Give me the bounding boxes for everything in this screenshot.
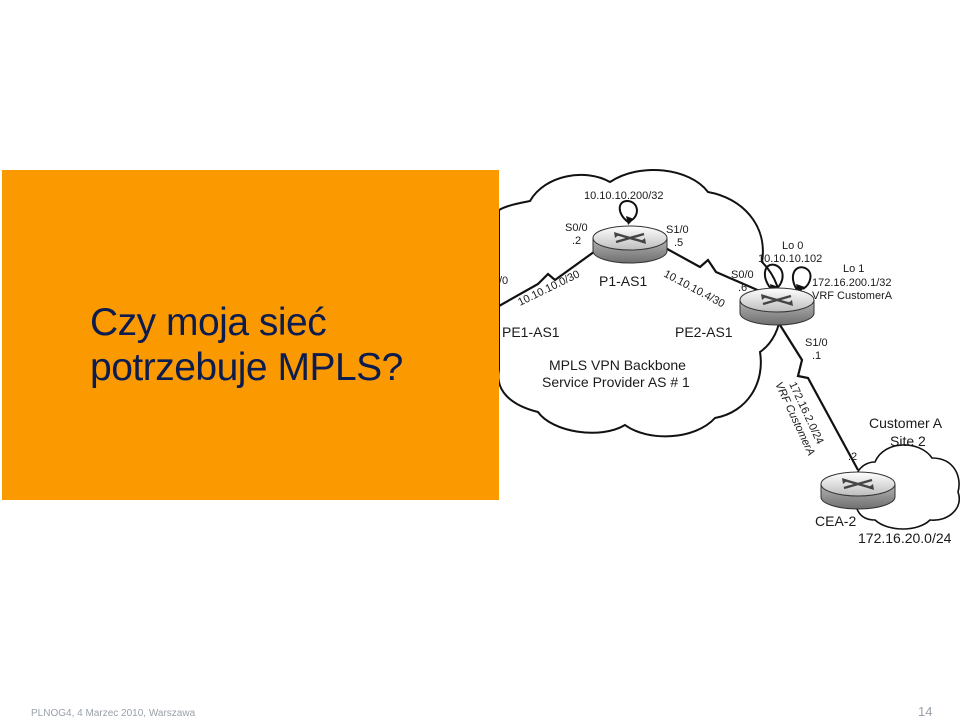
customer-name-line2: Site 2 (890, 433, 926, 449)
loopback-arrow-pe2-lo1 (791, 266, 812, 292)
backbone-label-line1: MPLS VPN Backbone (549, 357, 686, 373)
loopback-arrow-p1 (618, 199, 638, 223)
p1-s00-host: .2 (572, 235, 581, 247)
p1-s10-label: S1/0 (666, 224, 689, 236)
pe2-lo1-vrf: VRF CustomerA (812, 290, 893, 302)
backbone-cloud (497, 169, 782, 438)
pe2-s10-label: S1/0 (805, 337, 828, 349)
loopback-arrowhead-p1 (626, 216, 634, 225)
pe2-lo1-ip: 172.16.200.1/32 (812, 277, 892, 289)
pe2-s10-host: .1 (812, 350, 821, 362)
p1-name: P1-AS1 (599, 273, 647, 289)
p1-loopback-label: 10.10.10.200/32 (584, 190, 664, 202)
page-number: 14 (918, 704, 933, 719)
pe2-lo1-label: Lo 1 (843, 263, 864, 275)
loopback-arrow-pe2-lo0 (764, 263, 784, 292)
backbone-label-line2: Service Provider AS # 1 (542, 374, 690, 390)
router-p1-icon (592, 225, 668, 264)
router-cea2-icon (820, 471, 896, 510)
pe1-partial-interface: /0 (499, 275, 508, 287)
pe2-s00-host: .6 (738, 282, 747, 294)
link-pe2-cea2 (779, 324, 859, 471)
title-box (2, 170, 499, 500)
router-pe2-icon (739, 287, 815, 326)
customer-name-line1: Customer A (869, 415, 943, 431)
p1-s00-label: S0/0 (565, 222, 588, 234)
slide-title-line2: potrzebuje MPLS? (90, 346, 403, 389)
link-pe1-p1 (498, 248, 599, 307)
slide-title: Czy moja sieć potrzebuje MPLS? (90, 300, 403, 390)
slide-footer: PLNOG4, 4 Marzec 2010, Warszawa (31, 708, 196, 719)
cea2-host: .2 (848, 451, 857, 463)
pe1-name: PE1-AS1 (502, 324, 560, 340)
p1-s10-host: .5 (674, 237, 683, 249)
pe2-name: PE2-AS1 (675, 324, 733, 340)
link-p1-pe2 (659, 244, 763, 294)
cea2-name: CEA-2 (815, 513, 856, 529)
pe2-lo0-ip: 10.10.10.102 (758, 253, 822, 265)
pe2-s00-label: S0/0 (731, 269, 754, 281)
slide-title-line1: Czy moja sieć (90, 301, 327, 344)
pe2-lo0-label: Lo 0 (782, 240, 803, 252)
customer-lan: 172.16.20.0/24 (858, 530, 952, 546)
